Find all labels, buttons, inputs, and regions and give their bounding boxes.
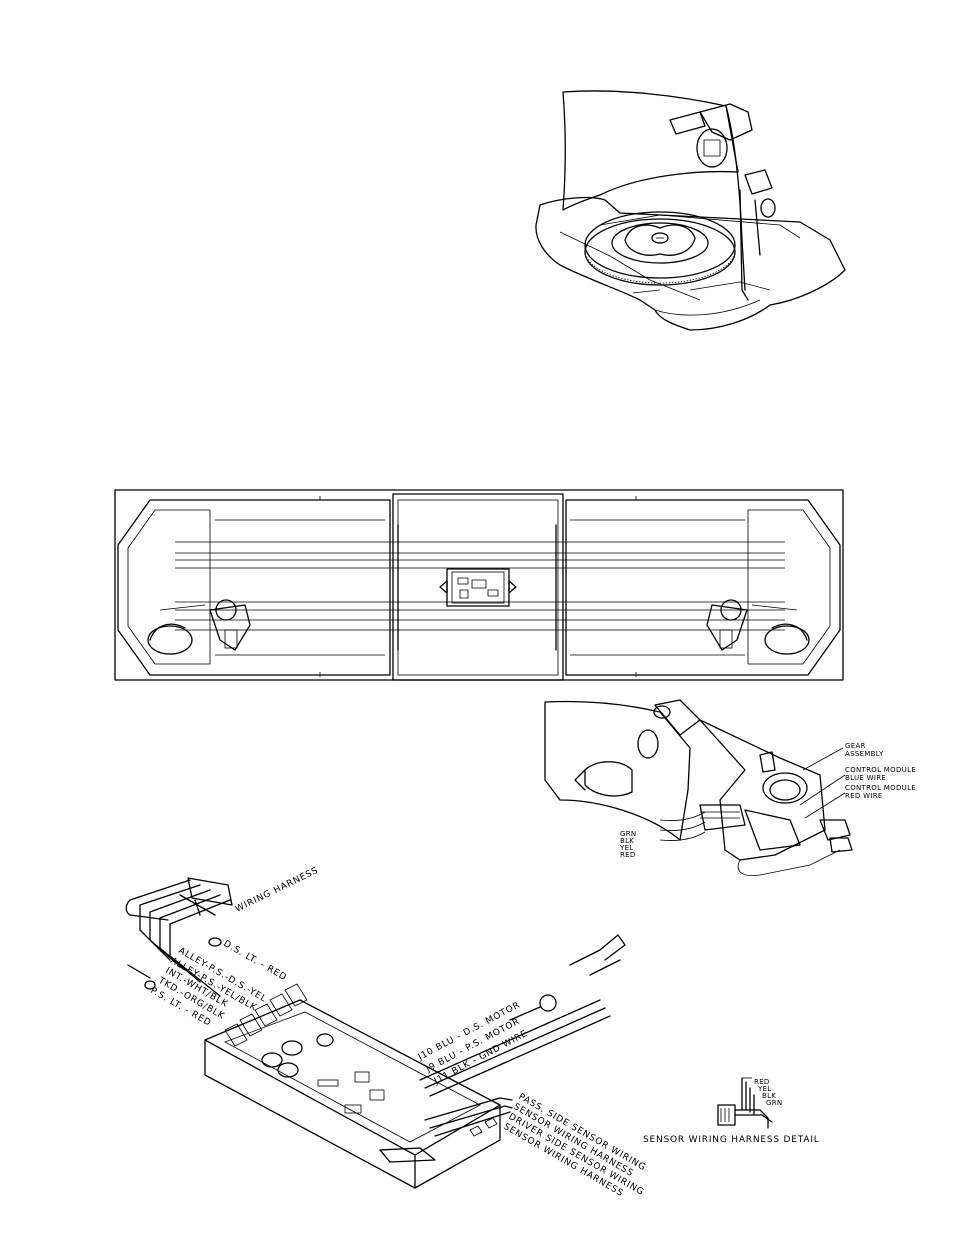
detail-wire-red: RED <box>754 1078 770 1086</box>
lightbar-top-view <box>114 489 844 681</box>
harness-title: WIRING HARNESS <box>234 866 320 915</box>
detail-title: SENSOR WIRING HARNESS DETAIL <box>643 1135 820 1145</box>
wire-blk: BLK <box>620 837 634 845</box>
callout-blue-1: CONTROL MODULE <box>845 766 916 774</box>
detail-wire-yel: YEL <box>757 1085 772 1093</box>
callout-gear-2: ASSEMBLY <box>845 750 884 758</box>
callout-blue-2: BLUE WIRE <box>845 774 886 782</box>
gear-assembly-drawing <box>535 90 846 331</box>
callout-red-1: CONTROL MODULE <box>845 784 916 792</box>
wire-yel: YEL <box>619 844 634 852</box>
detail-wire-grn: GRN <box>766 1099 782 1107</box>
wire-grn: GRN <box>620 830 636 838</box>
wiring-harness-drawing <box>125 877 626 1189</box>
callout-red-2: RED WIRE <box>845 792 883 800</box>
callout-gear-1: GEAR <box>845 742 866 750</box>
detail-wire-blk: BLK <box>762 1092 776 1100</box>
rotator-closeup-drawing <box>544 699 853 877</box>
sensor-harness-detail-drawing <box>717 1077 773 1129</box>
wire-red: RED <box>620 851 636 859</box>
